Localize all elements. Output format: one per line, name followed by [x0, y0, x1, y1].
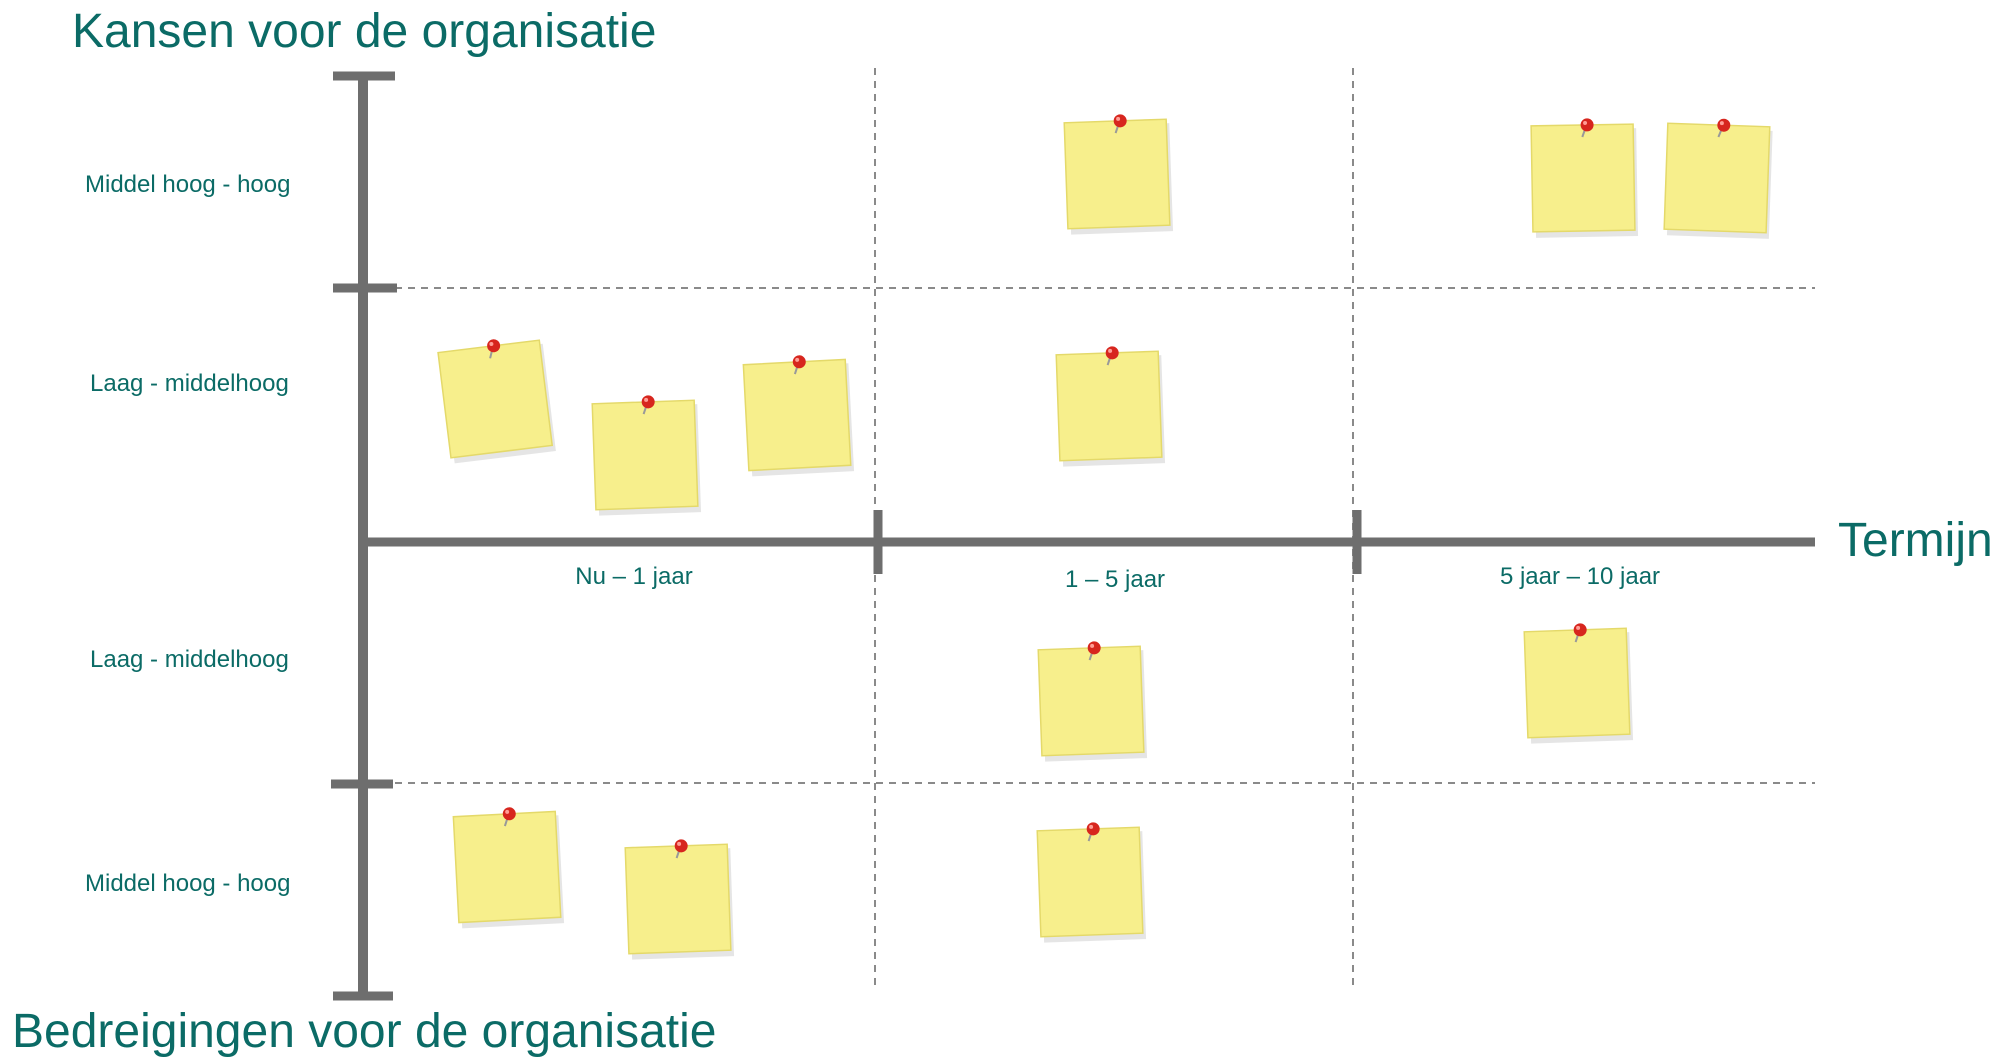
sticky-note-paper [742, 358, 852, 472]
sticky-note [1523, 623, 1634, 744]
sticky-note-paper [624, 843, 732, 955]
pin-highlight [505, 809, 510, 814]
sticky-note-paper [591, 399, 699, 511]
x-axis-title: Termijn [1838, 514, 1993, 567]
sticky-notes [437, 114, 1773, 960]
sticky-note-paper [452, 810, 562, 924]
pin-highlight [1090, 643, 1095, 648]
sticky-note [1055, 346, 1166, 467]
pin-highlight [795, 357, 800, 362]
sticky-note-paper [1523, 627, 1631, 739]
sticky-note [1037, 641, 1148, 762]
pin-highlight [677, 841, 682, 846]
sticky-note-paper [1063, 118, 1171, 230]
col-label-mid-term: 1 – 5 jaar [1064, 566, 1166, 593]
col-label-short-term: Nu – 1 jaar [575, 563, 693, 590]
pin-highlight [1108, 348, 1113, 353]
row-label-threat-low: Laag - middelhoog [90, 646, 289, 673]
sticky-note [1530, 118, 1639, 238]
pin-highlight [1719, 121, 1724, 126]
sticky-note-paper [1663, 122, 1771, 234]
sticky-note-paper [1055, 350, 1163, 462]
pin-highlight [1089, 824, 1094, 829]
row-label-opportunity-low: Laag - middelhoog [90, 370, 289, 397]
title-opportunities: Kansen voor de organisatie [72, 5, 657, 58]
axes [331, 71, 1815, 1001]
title-threats: Bedreigingen voor de organisatie [12, 1005, 717, 1058]
row-label-opportunity-high: Middel hoog - hoog [85, 171, 291, 198]
pin-highlight [644, 397, 649, 402]
sticky-note [452, 807, 565, 929]
pin-highlight [1583, 120, 1588, 125]
sticky-note-paper [1037, 645, 1145, 757]
pin-highlight [1576, 625, 1581, 630]
pin-highlight [1116, 116, 1121, 121]
sticky-note [1036, 822, 1147, 943]
row-label-threat-high: Middel hoog - hoog [85, 870, 291, 897]
sticky-note [1663, 118, 1773, 239]
sticky-note-paper [1530, 123, 1636, 233]
sticky-note [624, 839, 735, 960]
sticky-note [742, 355, 855, 477]
sticky-note-paper [437, 339, 554, 459]
pin-highlight [489, 342, 494, 347]
sticky-note-paper [1036, 826, 1144, 938]
sticky-note [437, 339, 556, 464]
sticky-note [1063, 114, 1174, 235]
col-label-long-term: 5 jaar – 10 jaar [1499, 563, 1661, 590]
sticky-note [591, 395, 702, 516]
